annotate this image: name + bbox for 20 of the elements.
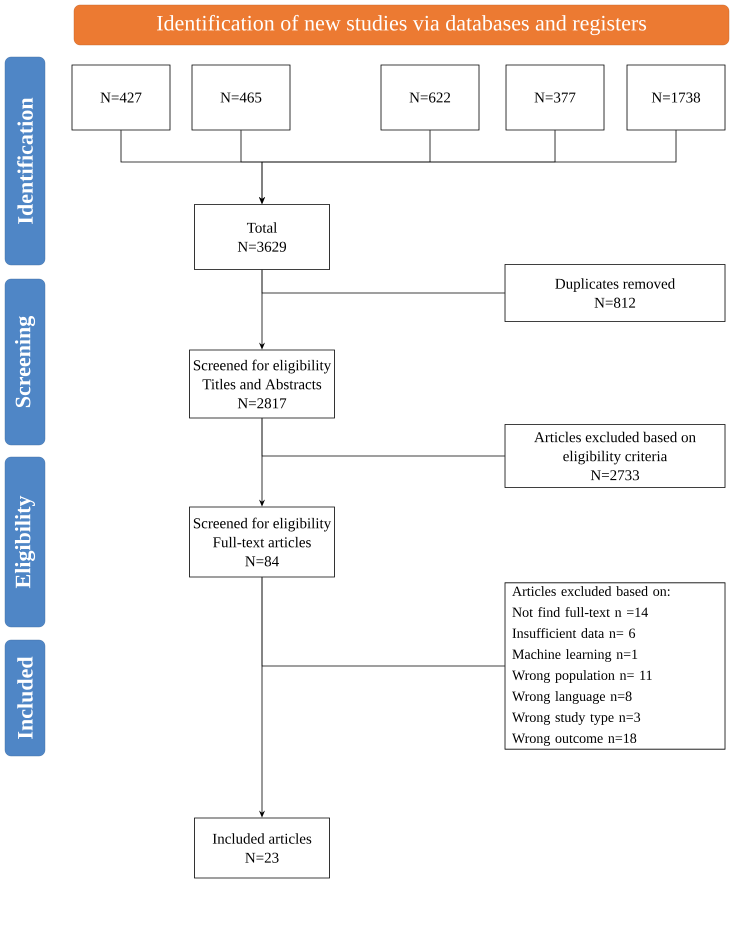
process-box: Included articles N=23	[194, 818, 330, 878]
phase-label: Included	[4, 640, 46, 756]
process-box: Total N=3629	[194, 204, 330, 270]
process-box: N=622	[380, 64, 480, 130]
process-box: Duplicates removed N=812	[504, 264, 726, 322]
process-box: N=1738	[626, 64, 726, 130]
phase-label: Identification	[4, 56, 46, 266]
process-box: Screened for eligibility Full-text articles N=84	[189, 506, 335, 578]
process-box: N=427	[72, 64, 170, 130]
exclusion-box: Articles excluded based on: Not find full-text n =14 Insufficient data n= 6 Machine learning n=1 Wrong population n= 11 Wrong language n=8 Wrong study type n=3 Wrong outcome n=18	[504, 582, 726, 750]
connector-line	[262, 577, 505, 666]
process-box: Screened for eligibility Titles and Abstracts N=2817	[189, 350, 335, 418]
phase-label: Eligibility	[4, 456, 46, 628]
process-box: Articles excluded based on eligibility criteria N=2733	[504, 424, 726, 488]
connector-line	[262, 418, 505, 456]
title-banner: Identification of new studies via databases and registers	[74, 4, 730, 46]
connector-line	[262, 270, 505, 294]
process-box: N=377	[506, 64, 604, 130]
phase-label: Screening	[4, 278, 46, 446]
process-box: N=465	[192, 64, 290, 130]
